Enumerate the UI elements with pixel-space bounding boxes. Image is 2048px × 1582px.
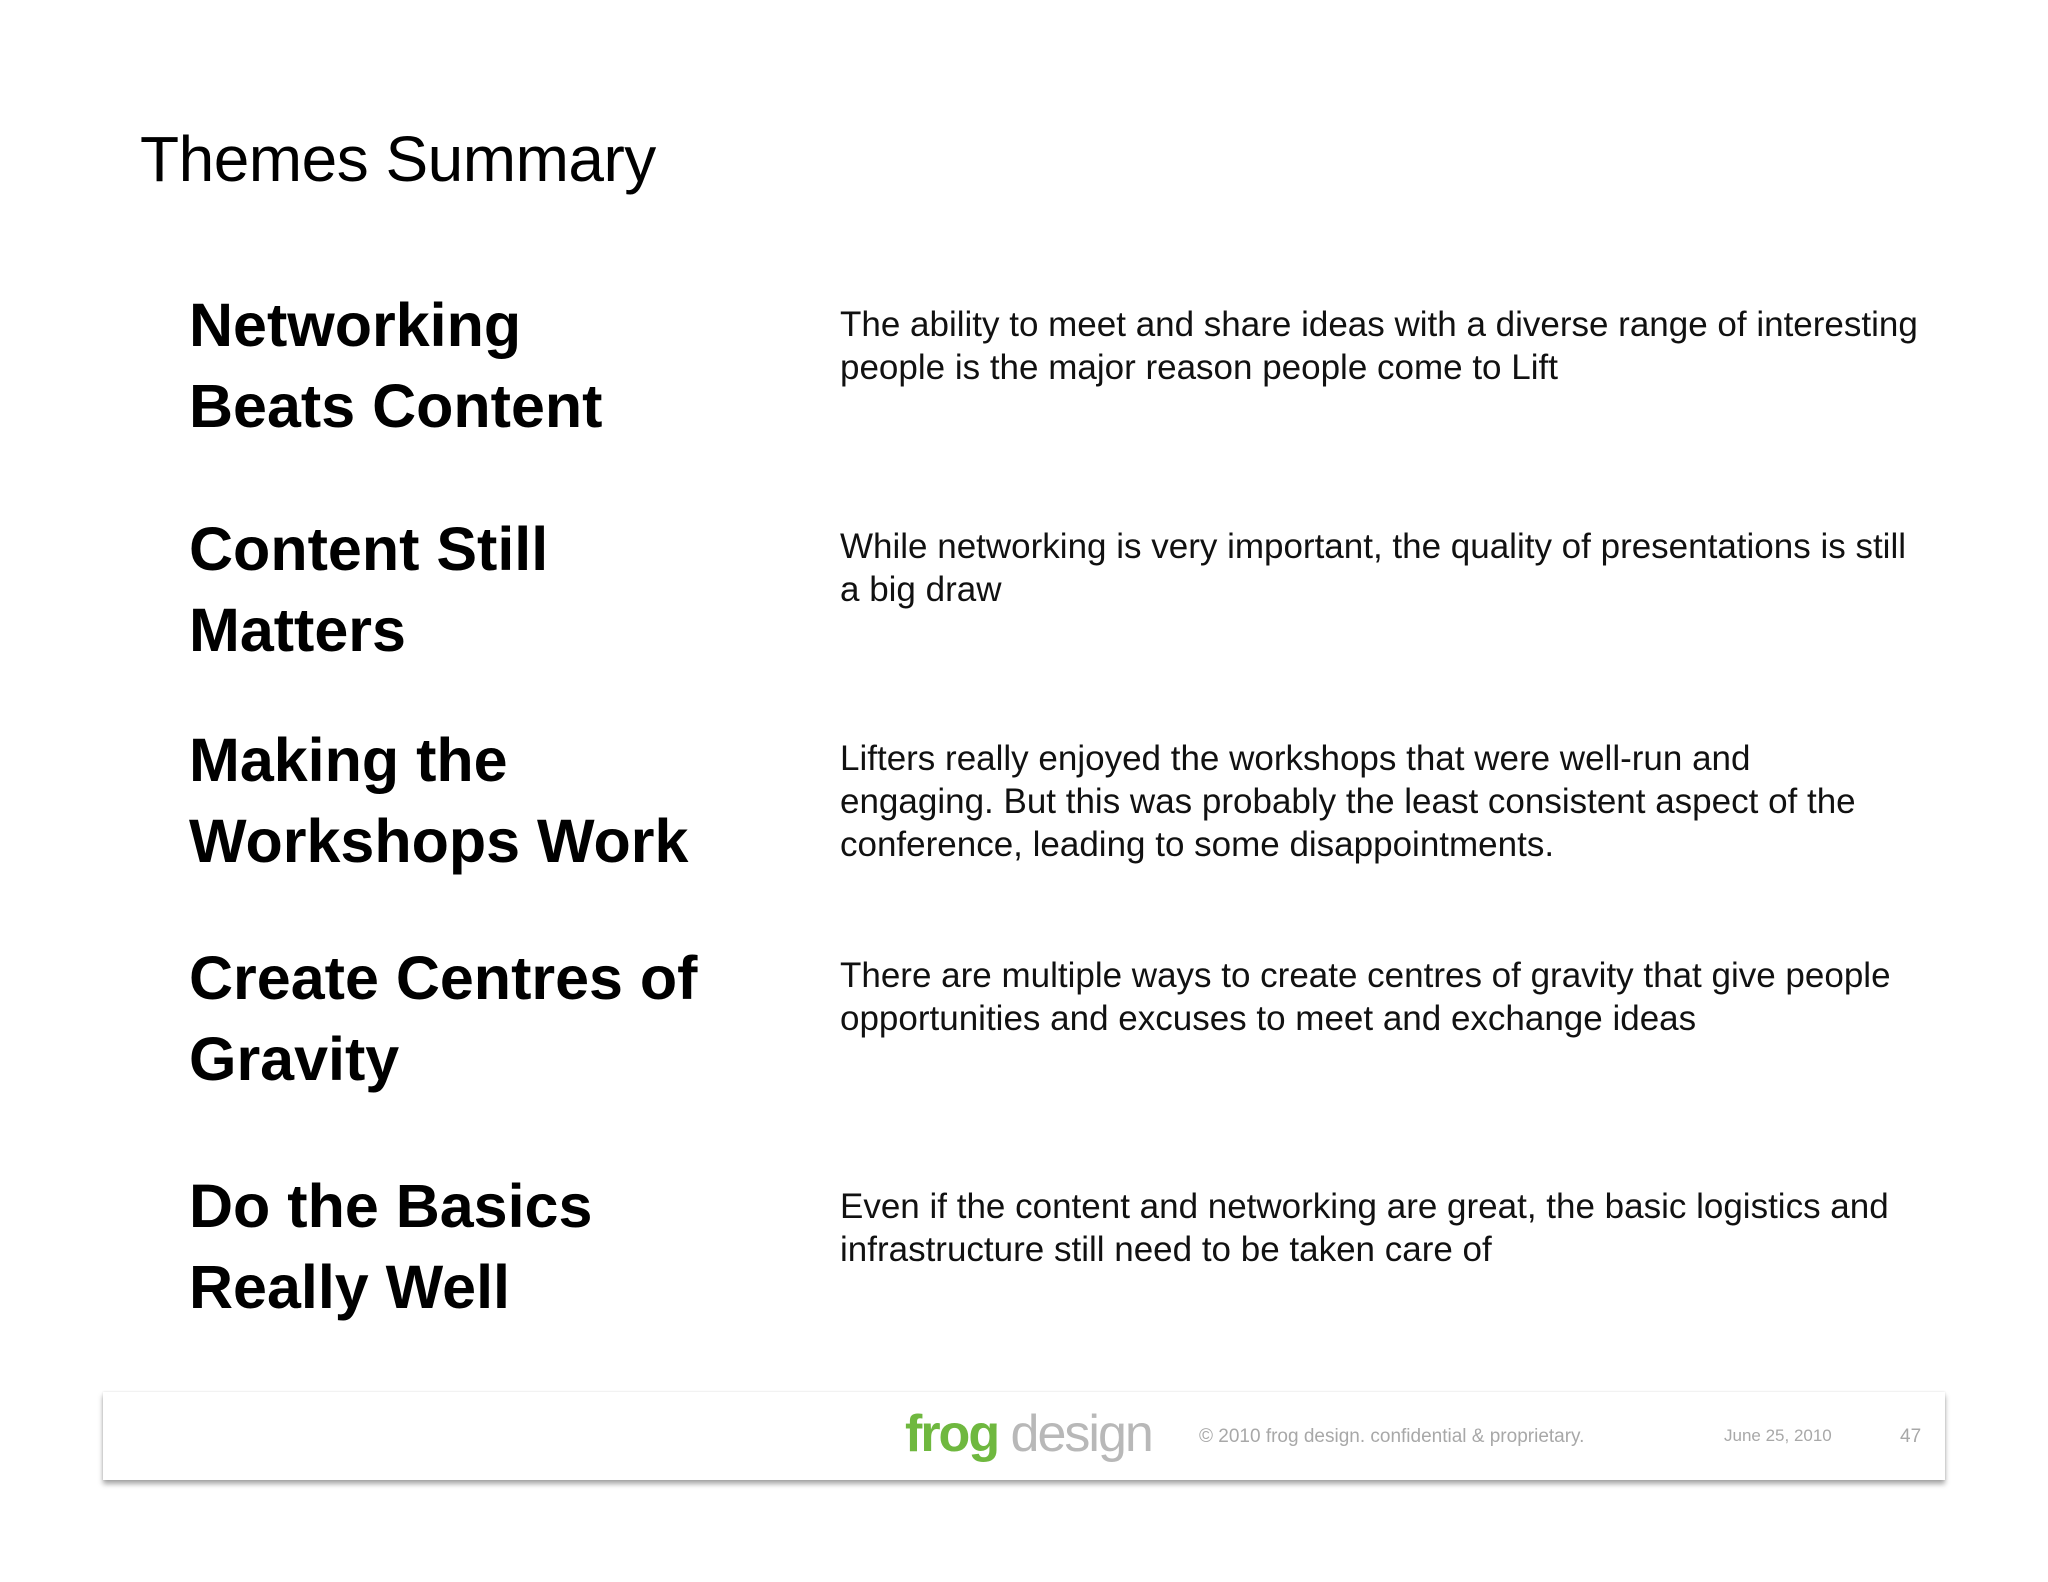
theme-description: While networking is very important, the … (840, 527, 1907, 609)
theme-description: Lifters really enjoyed the workshops tha… (840, 739, 1856, 864)
footer-bar: frog design © 2010 frog design. confiden… (103, 1392, 1945, 1480)
page-title: Themes Summary (140, 123, 656, 195)
copyright-text: © 2010 frog design. confidential & propr… (1199, 1426, 1585, 1447)
theme-description: There are multiple ways to create centre… (840, 956, 1891, 1038)
frog-design-logo: frog design (905, 1405, 1154, 1463)
theme-description: Even if the content and networking are g… (840, 1187, 1889, 1269)
page-number: 47 (1900, 1426, 1922, 1447)
date-text: June 25, 2010 (1724, 1426, 1832, 1445)
theme-description: The ability to meet and share ideas with… (840, 305, 1918, 387)
